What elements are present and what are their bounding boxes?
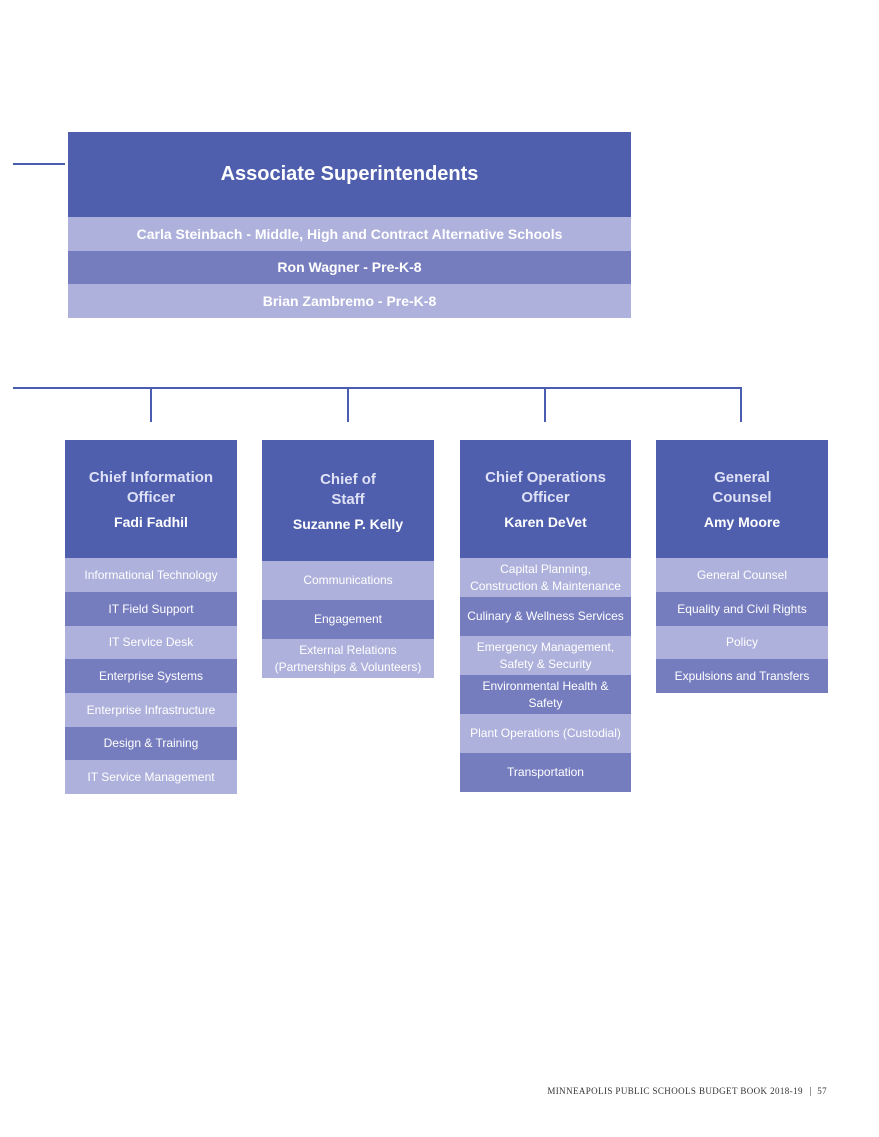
card1-item-4: Enterprise Systems: [65, 659, 237, 693]
card4-item-4: Expulsions and Transfers: [656, 659, 828, 693]
card1-item-7: IT Service Management: [65, 760, 237, 794]
associate-superintendents-header: Associate Superintendents: [68, 132, 631, 217]
card3-item-6: Transportation: [460, 753, 631, 792]
card-title-line2: Counsel: [712, 489, 772, 506]
connector-line-top-left: [13, 163, 65, 165]
card3-item-1: Capital Planning, Construction & Mainten…: [460, 558, 631, 597]
card2-item-3: External Relations (Partnerships & Volun…: [262, 639, 434, 678]
footer-page-number: 57: [817, 1086, 827, 1096]
connector-drop-2: [347, 387, 349, 422]
page-footer: MINNEAPOLIS PUBLIC SCHOOLS BUDGET BOOK 2…: [547, 1086, 827, 1097]
card-title-line1: Chief Operations: [485, 469, 606, 486]
card-general-counsel: General Counsel Amy Moore: [656, 440, 828, 558]
card4-item-2: Equality and Civil Rights: [656, 592, 828, 626]
card-title-line1: General: [714, 469, 770, 486]
card-title-line2: Officer: [126, 489, 176, 506]
connector-drop-3: [544, 387, 546, 422]
footer-separator: [809, 1087, 811, 1097]
card4-item-3: Policy: [656, 626, 828, 659]
associate-row-3: Brian Zambremo - Pre-K-8: [68, 284, 631, 318]
card-title-line2: Staff: [331, 490, 365, 508]
associate-title: Associate Superintendents: [220, 163, 479, 185]
card1-item-5: Enterprise Infrastructure: [65, 693, 237, 727]
card-person-name: Fadi Fadhil: [114, 514, 188, 530]
connector-line-horizontal: [13, 387, 742, 389]
card-title-line2: Officer: [521, 489, 570, 506]
associate-row-2: Ron Wagner - Pre-K-8: [68, 251, 631, 284]
card3-item-3: Emergency Management, Safety & Security: [460, 636, 631, 675]
card-title-line1: Chief of: [320, 470, 376, 488]
connector-drop-1: [150, 387, 152, 422]
card-chief-operations-officer: Chief Operations Officer Karen DeVet: [460, 440, 631, 558]
card-chief-information-officer: Chief Information Officer Fadi Fadhil: [65, 440, 237, 558]
card3-item-4: Environmental Health & Safety: [460, 675, 631, 714]
card3-item-5: Plant Operations (Custodial): [460, 714, 631, 753]
card-title-line1: Chief Information: [88, 469, 214, 486]
card1-item-2: IT Field Support: [65, 592, 237, 626]
card1-item-6: Design & Training: [65, 727, 237, 760]
card4-item-1: General Counsel: [656, 558, 828, 592]
card-person-name: Suzanne P. Kelly: [292, 515, 404, 532]
card-chief-of-staff: Chief of Staff Suzanne P. Kelly: [262, 440, 434, 561]
footer-book-title: MINNEAPOLIS PUBLIC SCHOOLS BUDGET BOOK 2…: [547, 1086, 803, 1096]
card2-item-2: Engagement: [262, 600, 434, 639]
card2-item-1: Communications: [262, 561, 434, 600]
associate-row-1: Carla Steinbach - Middle, High and Contr…: [68, 217, 631, 251]
card-person-name: Karen DeVet: [504, 514, 587, 530]
card1-item-3: IT Service Desk: [65, 626, 237, 659]
card-person-name: Amy Moore: [703, 514, 781, 530]
card1-item-1: Informational Technology: [65, 558, 237, 592]
card3-item-2: Culinary & Wellness Services: [460, 597, 631, 636]
connector-drop-4: [740, 387, 742, 422]
